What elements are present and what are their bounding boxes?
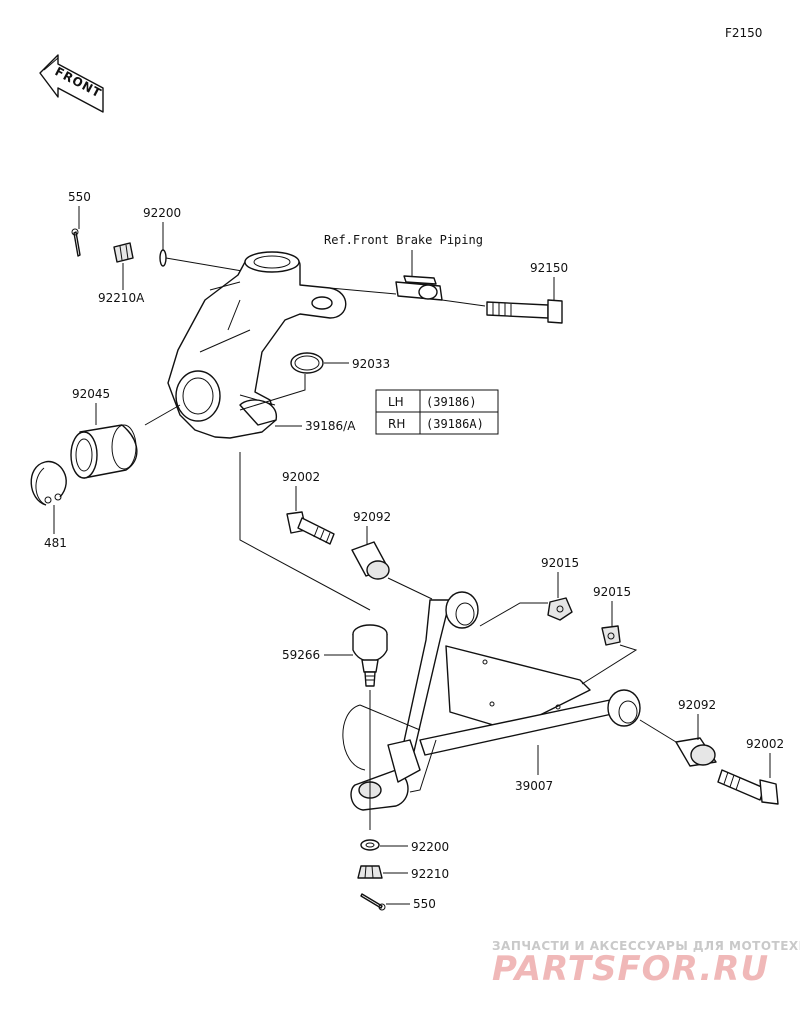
nut-92210-bottom (357, 865, 383, 879)
label-92200-bottom: 92200 (411, 840, 449, 854)
label-550-top: 550 (68, 190, 91, 204)
label-39186A: 39186/A (305, 419, 356, 433)
figure-code: F2150 (725, 26, 762, 40)
side-table-rh: RH (388, 417, 405, 431)
label-92015-b: 92015 (593, 585, 631, 599)
label-92045: 92045 (72, 387, 110, 401)
label-92092-right: 92092 (678, 698, 716, 712)
watermark-tagline: ЗАПЧАСТИ И АКСЕССУАРЫ ДЛЯ МОТОТЕХНИКИ (492, 939, 800, 953)
label-92033: 92033 (352, 357, 390, 371)
label-92092-left: 92092 (353, 510, 391, 524)
label-92150: 92150 (530, 261, 568, 275)
bolt-92002-left (286, 511, 335, 545)
ref-note: Ref.Front Brake Piping (324, 233, 483, 247)
label-481: 481 (44, 536, 67, 550)
watermark-logo: PARTSFOR.RU (492, 949, 769, 989)
label-92015-a: 92015 (541, 556, 579, 570)
side-table-lh-code: (39186) (426, 395, 477, 409)
brake-hose-clamp (395, 275, 443, 301)
cotter-pin-bottom (360, 893, 386, 911)
ball-joint-59266 (352, 624, 388, 687)
bolt-92150 (486, 299, 563, 324)
side-table: LH (39186) RH (39186A) (375, 389, 499, 435)
label-92210-bottom: 92210 (411, 867, 449, 881)
front-arrow-icon: FRONT (39, 54, 104, 113)
collar-92092-left (351, 541, 390, 580)
label-39007: 39007 (515, 779, 553, 793)
snap-ring-92033 (290, 352, 324, 374)
side-table-lh: LH (388, 395, 404, 409)
label-92210A: 92210A (98, 291, 145, 305)
collar-92092-right (675, 737, 717, 767)
side-table-rh-code: (39186A) (426, 417, 484, 431)
label-59266: 59266 (282, 648, 320, 662)
steering-knuckle (167, 251, 347, 439)
lower-a-arm (342, 591, 641, 811)
nut-92015-a (547, 597, 573, 621)
nut-92015-b (601, 625, 621, 646)
label-92002-left: 92002 (282, 470, 320, 484)
cotter-pin-top (71, 228, 81, 257)
washer-92200-top (159, 249, 167, 267)
nut-92210A (113, 242, 134, 263)
bolt-92002-right (717, 769, 779, 805)
washer-92200-bottom (360, 839, 380, 851)
bearing-92045 (70, 424, 138, 479)
label-92200-top: 92200 (143, 206, 181, 220)
label-550-bottom: 550 (413, 897, 436, 911)
label-92002-right: 92002 (746, 737, 784, 751)
circlip-481 (30, 460, 67, 506)
